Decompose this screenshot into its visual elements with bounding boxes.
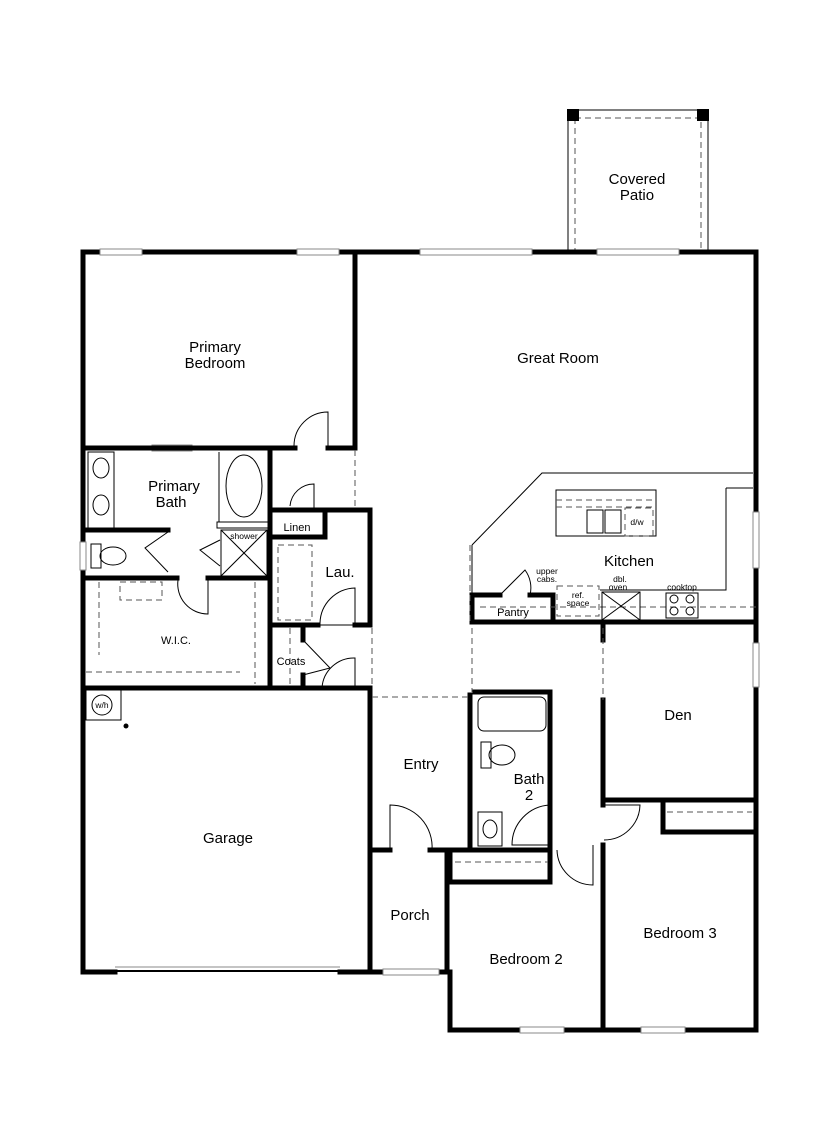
dashed-lines [86, 450, 756, 863]
room-label-laundry: Lau. [325, 564, 354, 581]
cooktop-label: cooktop [667, 582, 697, 592]
dishwasher-label: d/w [630, 517, 644, 527]
room-label-bedroom-2: Bedroom 2 [489, 951, 562, 968]
sink-icon [477, 811, 503, 847]
ref-space-icon [556, 585, 600, 617]
room-label-great-room: Great Room [517, 350, 599, 367]
sink-icon [92, 457, 110, 479]
ref-space-label: ref.space [567, 590, 590, 608]
interior-walls [80, 249, 759, 1033]
room-label-entry: Entry [403, 756, 439, 773]
double-oven-icon [601, 591, 641, 621]
dishwasher-icon [624, 507, 654, 537]
room-label-kitchen: Kitchen [604, 553, 654, 570]
bath-fixtures [85, 451, 547, 847]
shower-label: shower [230, 531, 258, 541]
kitchen-counters [471, 472, 753, 621]
sink-icon [92, 494, 110, 516]
double-oven-label: dbl.oven [609, 574, 628, 592]
sink-icon [586, 509, 604, 534]
bathtub-icon [225, 454, 263, 518]
room-label-linen: Linen [284, 522, 311, 534]
room-label-bedroom-3: Bedroom 3 [643, 925, 716, 942]
water-heater-icon [85, 689, 122, 721]
room-label-coats: Coats [277, 656, 306, 668]
room-label-pantry: Pantry [497, 607, 529, 619]
bathtub-icon [477, 696, 547, 732]
cooktop-icon [665, 592, 699, 619]
shower-icon [220, 529, 268, 577]
room-label-garage: Garage [203, 830, 253, 847]
water-heater-label: w/h [94, 700, 109, 710]
doors [144, 411, 641, 886]
room-label-den: Den [664, 707, 692, 724]
room-label-porch: Porch [390, 907, 429, 924]
toilet-icon [90, 543, 102, 569]
windows [79, 248, 760, 1034]
room-label-wic: W.I.C. [161, 635, 191, 647]
toilet-icon [480, 741, 492, 769]
